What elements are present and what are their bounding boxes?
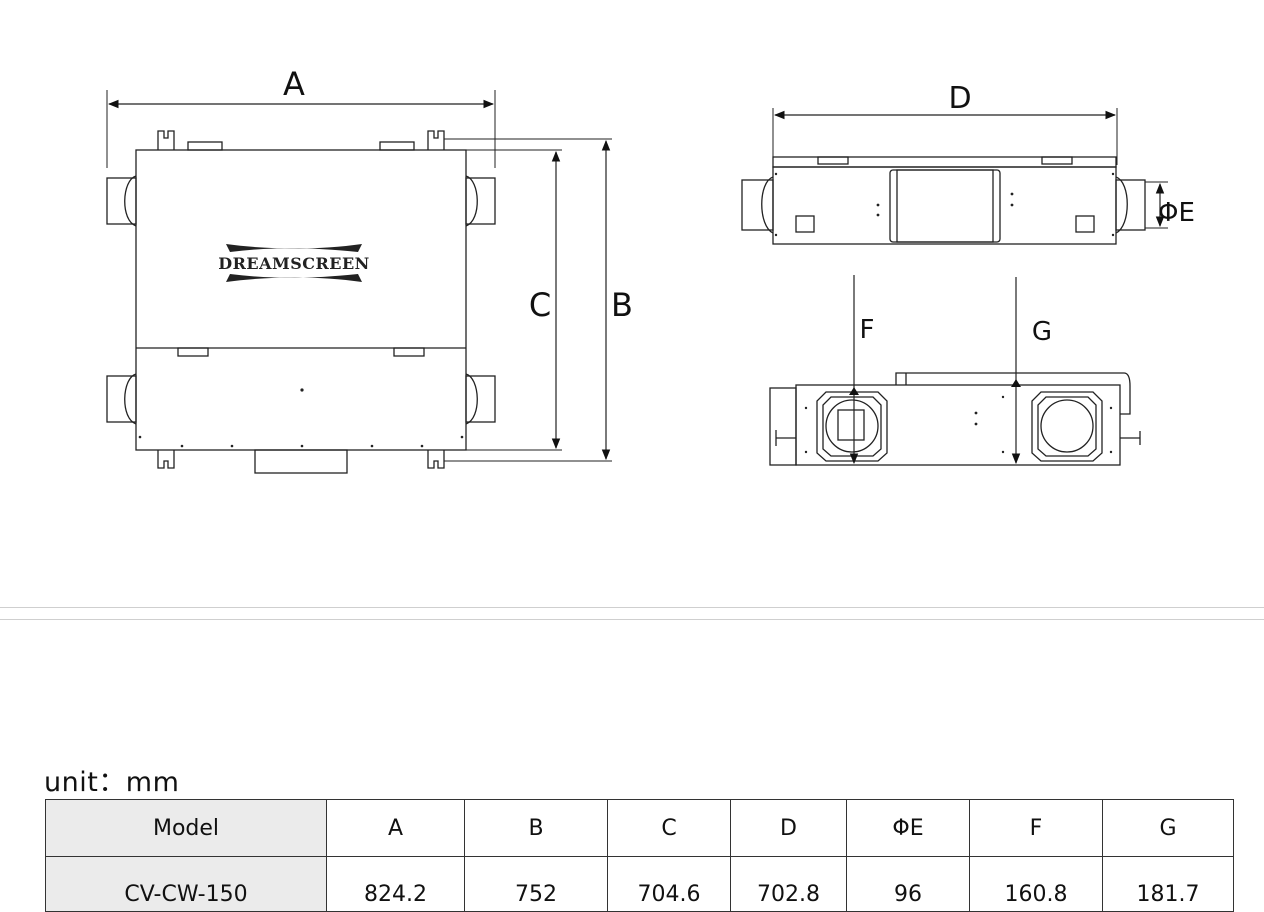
- technical-drawing: DREAMSCREEN A C B D ΦE: [106, 65, 1195, 474]
- label-b: B: [611, 286, 633, 324]
- cell-model: CV-CW-150: [45, 856, 327, 912]
- header-a: A: [326, 799, 465, 857]
- header-f: F: [969, 799, 1103, 857]
- side-view-dots: [804, 395, 1113, 454]
- divider-line: [0, 607, 1264, 608]
- top-view-dots: [138, 388, 464, 448]
- cell-e: 96: [846, 856, 970, 912]
- header-c: C: [607, 799, 731, 857]
- header-b: B: [464, 799, 608, 857]
- cell-c: 704.6: [607, 856, 731, 912]
- cell-g: 181.7: [1102, 856, 1234, 912]
- dimensions-table: Model A B C D ΦE F G CV-CW-150 824.2 752…: [45, 799, 1234, 912]
- header-model: Model: [45, 799, 327, 857]
- cell-a: 824.2: [326, 856, 465, 912]
- table-row: CV-CW-150 824.2 752 704.6 702.8 96 160.8…: [45, 856, 1234, 912]
- front-view: [741, 108, 1168, 245]
- cell-d: 702.8: [730, 856, 847, 912]
- header-g: G: [1102, 799, 1234, 857]
- header-e: ΦE: [846, 799, 970, 857]
- cell-f: 160.8: [969, 856, 1103, 912]
- unit-label: unit：mm: [44, 767, 180, 798]
- side-view: [769, 275, 1141, 466]
- front-view-dots: [774, 172, 1115, 237]
- label-e: ΦE: [1158, 198, 1195, 228]
- label-d: D: [948, 81, 971, 116]
- label-a: A: [283, 65, 305, 103]
- dreamscreen-logo: DREAMSCREEN: [218, 244, 370, 282]
- header-d: D: [730, 799, 847, 857]
- divider-line: [0, 619, 1264, 620]
- label-f: F: [860, 315, 875, 345]
- logo-text: DREAMSCREEN: [218, 254, 370, 273]
- label-c: C: [529, 286, 551, 324]
- cell-b: 752: [464, 856, 608, 912]
- top-view: [106, 90, 612, 474]
- table-header-row: Model A B C D ΦE F G: [45, 799, 1234, 857]
- label-g: G: [1032, 317, 1052, 347]
